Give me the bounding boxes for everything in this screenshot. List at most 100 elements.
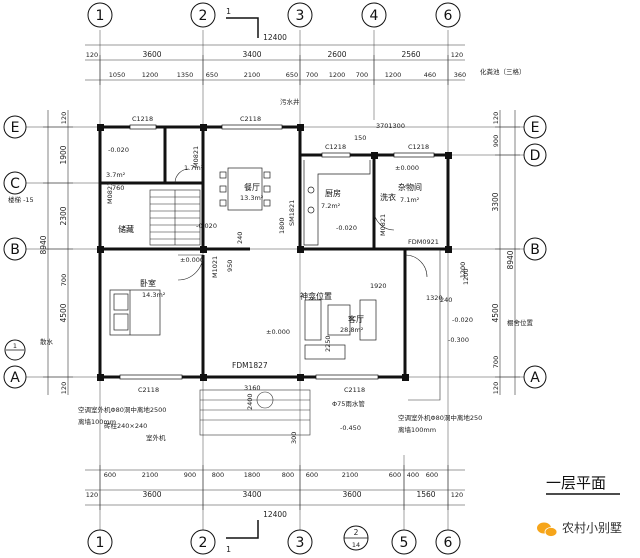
bottom-detail-8: 600 [389, 471, 401, 479]
bottom-axis-1: 1 [96, 535, 105, 551]
left-dim-5: 700 [60, 274, 68, 286]
left-dim-6: 120 [60, 382, 68, 394]
bottom-dim-3: 3600 [342, 490, 361, 499]
top-axis-6: 6 [444, 8, 453, 24]
top-dim-0: 120 [86, 51, 98, 59]
room-dining-area: 13.3m² [240, 194, 264, 202]
right-dim-5: 4500 [491, 303, 500, 322]
bottom-detail-0: 600 [104, 471, 116, 479]
window-c1218-c: C1218 [408, 143, 429, 151]
stair-level-note: 楼梯 -15 [8, 195, 34, 204]
left-axis-A: A [10, 370, 20, 386]
room-storage: 杂物间 [398, 182, 422, 192]
top-detail-5: 650 [286, 71, 298, 79]
dim-1920: 1920 [370, 282, 387, 290]
level-shed: -0.300 [448, 336, 469, 344]
left-dim-4: 4500 [59, 303, 68, 322]
top-detail-7: 1200 [329, 71, 346, 79]
top-dim-3: 2600 [327, 50, 346, 59]
door-m0821-c: M0821 [379, 214, 387, 236]
stair [149, 189, 201, 246]
window-c1218-a: C1218 [132, 115, 153, 123]
dim-150: 150 [354, 134, 366, 142]
ac-note-left: 空调室外机Φ80洞中离地2500 [78, 405, 166, 414]
level-bedroom: ±0.000 [180, 256, 204, 264]
room-wc-area: 3.7m² [106, 171, 126, 179]
top-axis-2: 2 [199, 8, 208, 24]
left-dim-1: 1900 [59, 145, 68, 164]
door-m1021: M1021 [211, 256, 219, 278]
apron-label: 散水 [40, 337, 54, 346]
room-bedroom-area: 14.3m² [142, 291, 166, 299]
section-cut-bottom [226, 520, 259, 539]
top-axis-1: 1 [96, 8, 105, 24]
top-detail-0: 1050 [109, 71, 126, 79]
top-dim-4: 2560 [401, 50, 420, 59]
bottom-detail-9: 400 [407, 471, 419, 479]
bottom-detail-7: 2100 [342, 471, 359, 479]
bottom-dim-0: 120 [86, 491, 98, 499]
bottom-axis-3: 3 [296, 535, 305, 551]
watermark-text: 农村小别墅 [562, 521, 622, 535]
wechat-icon [537, 522, 558, 537]
room-kitchen-area: 7.2m² [321, 202, 341, 210]
door-fdm1827: FDM1827 [232, 361, 268, 370]
top-axis-4: 4 [370, 8, 379, 24]
top-detail-11: 360 [454, 71, 466, 79]
window-c2118-bottom-left: C2118 [138, 386, 159, 394]
room-dining: 餐厅 [244, 183, 260, 192]
bottom-axis-bubbles [87, 529, 461, 555]
bed [109, 289, 161, 336]
sink-well-label: 污水井 [280, 97, 300, 106]
door-m0821-b: M0821 [106, 182, 114, 204]
top-dim-5: 120 [451, 51, 463, 59]
dim-240-b: 240 [440, 296, 452, 304]
porch-steps [199, 249, 441, 436]
room-living-area: 28.8m² [340, 326, 364, 334]
window-c1218-b: C1218 [325, 143, 346, 151]
room-storage-area: 7.1m² [400, 196, 420, 204]
level-stair: -0.020 [196, 222, 217, 230]
top-dim-2: 3400 [242, 50, 261, 59]
ac-note-left-2: 离墙100mm [78, 417, 116, 426]
level-wc: -0.020 [108, 146, 129, 154]
total-width-top: 12400 [263, 33, 287, 42]
dim-1800: 1800 [278, 217, 286, 234]
door-sm1821: SM1821 [288, 200, 296, 226]
section-cut-top [226, 17, 259, 38]
level-living: ±0.000 [266, 328, 290, 336]
column-note: 砖柱240×240 [104, 421, 147, 430]
bottom-axis-5: 5 [400, 535, 409, 551]
bottom-section-marker: 1 [226, 545, 231, 554]
ac-note-right: 空调室外机Φ80洞中离地250 [398, 413, 482, 422]
dim-950: 950 [226, 260, 234, 272]
top-detail-4: 2100 [244, 71, 261, 79]
room-bedroom: 卧室 [140, 278, 156, 288]
right-dim-6: 700 [492, 356, 500, 368]
right-axis-bubbles [523, 115, 547, 389]
top-detail-8: 700 [356, 71, 368, 79]
room-laundry: 洗衣 [380, 192, 396, 202]
window-c2118-top: C2118 [240, 115, 261, 123]
room-living: 客厅 [348, 314, 364, 324]
dim-3160: 3160 [244, 384, 261, 392]
left-dim-3: 8940 [39, 235, 48, 254]
total-width-bottom: 12400 [263, 510, 287, 519]
top-axis-bubbles [87, 2, 461, 28]
top-detail-1: 1200 [142, 71, 159, 79]
right-dim-3: 8940 [506, 250, 515, 269]
bottom-detail-1: 2100 [142, 471, 159, 479]
windows [119, 124, 435, 380]
top-detail-2: 1350 [177, 71, 194, 79]
dim-240: 240 [236, 232, 244, 244]
bottom-dim-1: 3600 [142, 490, 161, 499]
bottom-detail-5: 800 [282, 471, 294, 479]
ac-note-right-2: 离墙100mm [398, 425, 436, 434]
dining-table [219, 167, 271, 211]
left-sub-axis-top: 1 [13, 342, 17, 350]
dimension-lines [43, 44, 520, 510]
top-detail-9: 1200 [385, 71, 402, 79]
dim-2250: 2250 [324, 335, 332, 352]
detail-marker-bottom: 14 [352, 541, 360, 549]
